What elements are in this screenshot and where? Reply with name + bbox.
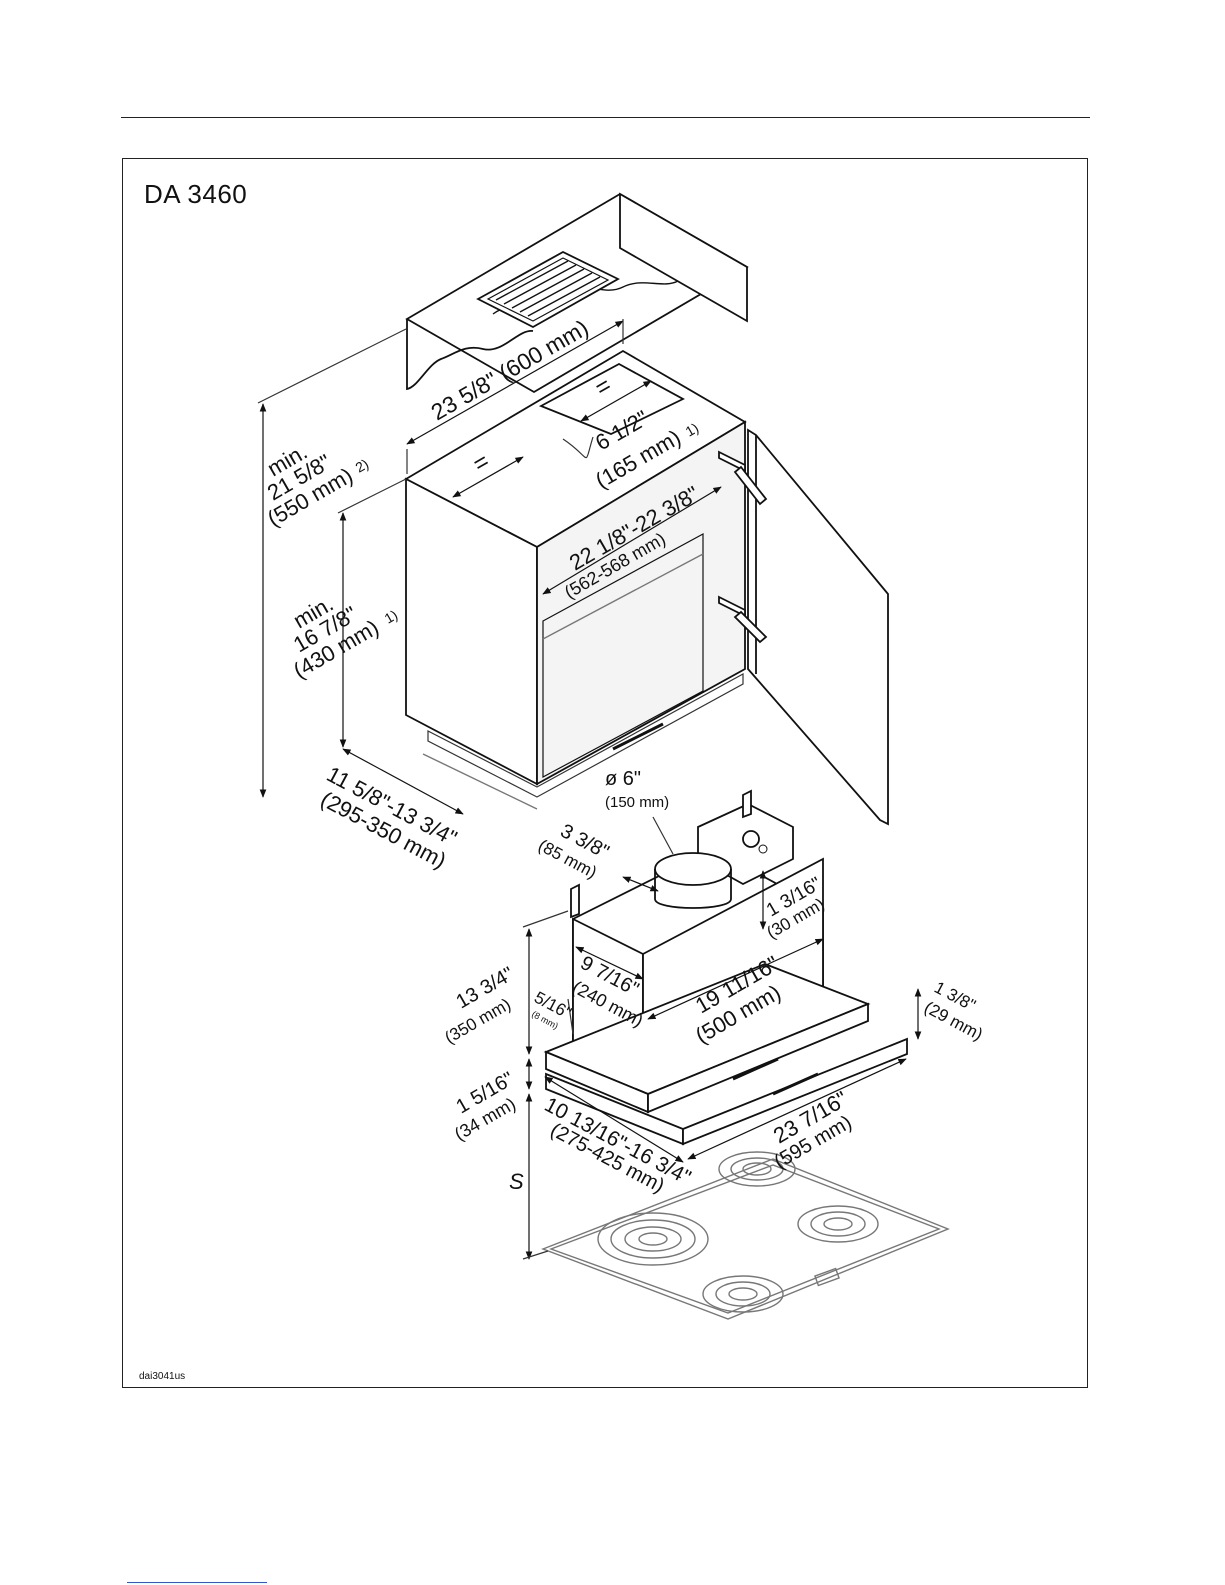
burner-back-right — [797, 1205, 879, 1243]
diagram-frame: DA 3460 — [122, 158, 1088, 1388]
installation-drawing: 23 5/8" (600 mm) = = 6 1/2" (165 mm) 1) … — [257, 192, 986, 1320]
drawing-code: dai3041us — [139, 1371, 186, 1382]
ceiling-soffit — [405, 192, 749, 394]
diagram-title: DA 3460 — [144, 179, 248, 209]
outlet-collar — [654, 852, 732, 909]
label-distance-s: S — [509, 1169, 524, 1194]
ceiling-vent-grille — [476, 250, 620, 329]
burner-front-left — [597, 1212, 709, 1266]
footer-link-underline — [127, 1582, 267, 1583]
cabinet-door — [718, 428, 889, 826]
label-outlet-1: ø 6" — [605, 768, 641, 790]
burner-front-right — [702, 1275, 784, 1313]
label-outlet-2: (150 mm) — [605, 794, 669, 811]
dimension-lines-upper — [257, 319, 722, 815]
door-hinge-bottom — [718, 595, 768, 644]
label-cab-height-sup: 1) — [382, 607, 401, 627]
door-hinge-top — [718, 450, 768, 506]
label-min-height-sup: 2) — [353, 456, 372, 476]
header-rule — [121, 117, 1090, 118]
cooktop — [541, 1151, 950, 1320]
dimension-lines-lower — [522, 816, 922, 1260]
